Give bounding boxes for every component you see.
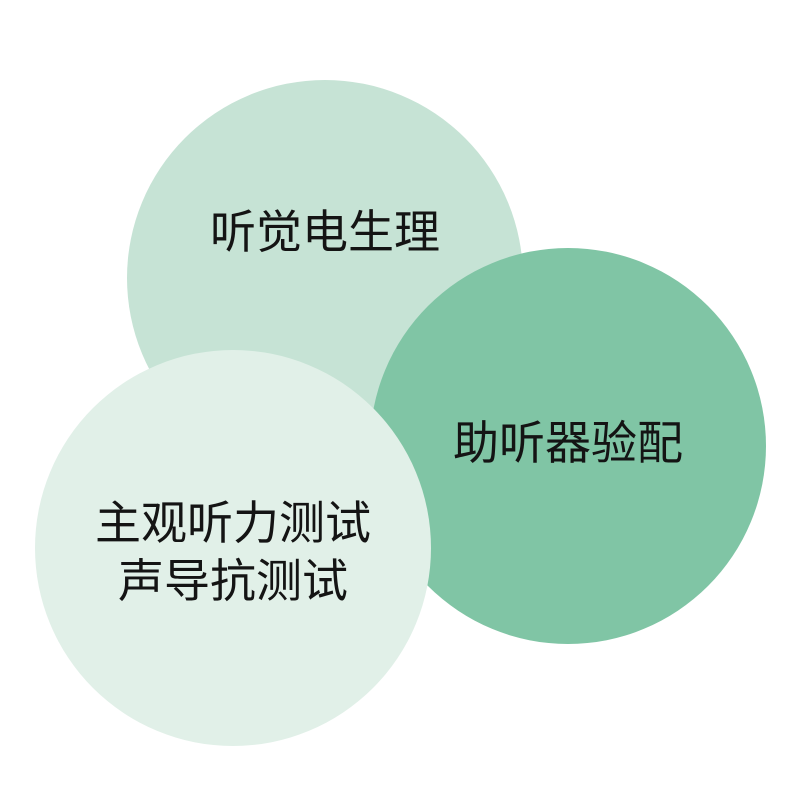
circle-hearing-tests bbox=[35, 350, 431, 746]
label-electrophysiology: 听觉电生理 bbox=[210, 205, 440, 259]
label-subjective-hearing-test: 主观听力测试 bbox=[95, 496, 371, 550]
label-hearing-aid-fitting: 助听器验配 bbox=[453, 416, 683, 470]
label-hearing-tests: 主观听力测试 声导抗测试 bbox=[35, 494, 431, 610]
label-acoustic-impedance-test: 声导抗测试 bbox=[118, 554, 348, 608]
circle-hearing-aid-fitting bbox=[370, 248, 766, 644]
